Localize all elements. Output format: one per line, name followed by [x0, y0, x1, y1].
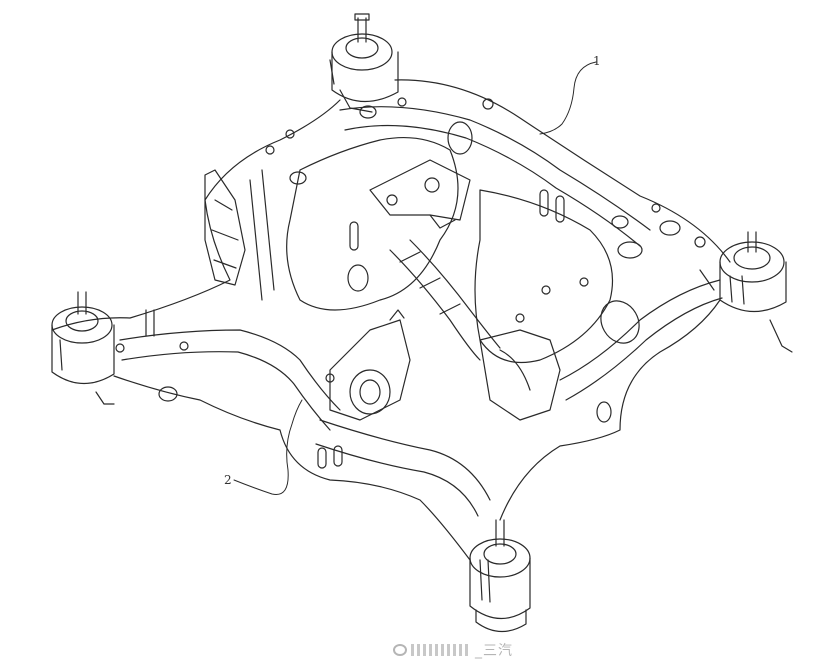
rail-top-2 — [344, 124, 641, 247]
mount-right — [719, 231, 793, 353]
leader-line-2 — [233, 399, 303, 495]
rail-top — [339, 106, 651, 231]
rail-right — [559, 279, 721, 381]
center-link — [389, 239, 501, 361]
mount-bottom — [469, 519, 531, 633]
bracket-right-center — [479, 329, 561, 421]
rail-bottom-2 — [315, 443, 479, 517]
bracket-lower-center — [329, 319, 411, 421]
callout-label-2: 2 — [224, 473, 232, 487]
callout-label-1: 1 — [593, 54, 601, 68]
frame-inner-right — [474, 189, 614, 364]
mount-top-rear — [331, 13, 399, 113]
rail-left-2 — [121, 351, 331, 431]
rail-left — [119, 329, 341, 411]
leader-line-1 — [539, 61, 597, 135]
watermark-redacted — [411, 644, 471, 656]
rail-right-2 — [565, 297, 723, 401]
shading-lines — [59, 59, 745, 603]
bracket-left-tower — [204, 169, 246, 286]
mount-left — [51, 291, 155, 405]
bracket-upper-center — [369, 159, 471, 221]
rail-bottom — [319, 419, 491, 501]
watermark: _三汽 — [393, 640, 513, 660]
watermark-text: _三汽 — [475, 643, 513, 659]
frame-outline-outer — [51, 79, 731, 561]
frame-inner-left — [286, 136, 459, 311]
weibo-logo-icon — [393, 644, 407, 656]
